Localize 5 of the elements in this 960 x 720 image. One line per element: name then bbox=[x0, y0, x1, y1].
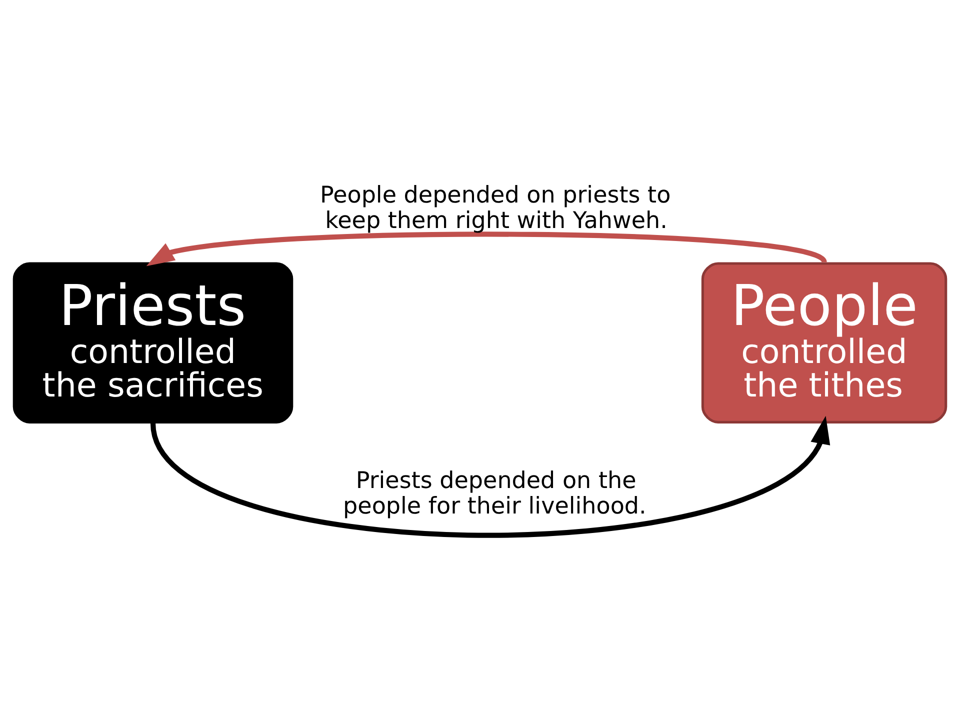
edge-label: Priests depended on the people for their livelihood. bbox=[343, 468, 646, 520]
node-box: Priests controlled the sacrifices bbox=[12, 262, 294, 424]
arrow bbox=[146, 232, 826, 266]
edge-label: People depended on priests to keep them right with Yahweh. bbox=[320, 182, 671, 234]
node-box: People controlled the tithes bbox=[701, 262, 948, 424]
